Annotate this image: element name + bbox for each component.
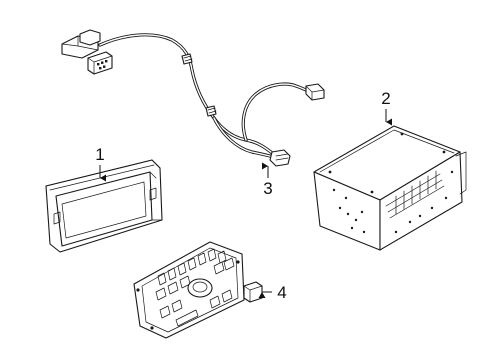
callout-1: 1 bbox=[95, 145, 106, 182]
callout-3: 3 bbox=[262, 162, 273, 198]
callout-4-label: 4 bbox=[277, 283, 286, 302]
callout-4: 4 bbox=[258, 283, 287, 302]
callout-2: 2 bbox=[381, 89, 392, 126]
part-1-display-unit bbox=[45, 159, 163, 253]
part-3-wiring-harness bbox=[61, 29, 325, 167]
callout-3-label: 3 bbox=[263, 179, 272, 198]
part-2-audio-unit bbox=[313, 125, 467, 251]
callout-1-label: 1 bbox=[95, 145, 104, 164]
part-4-control-panel bbox=[133, 241, 263, 339]
callout-2-label: 2 bbox=[381, 89, 390, 108]
